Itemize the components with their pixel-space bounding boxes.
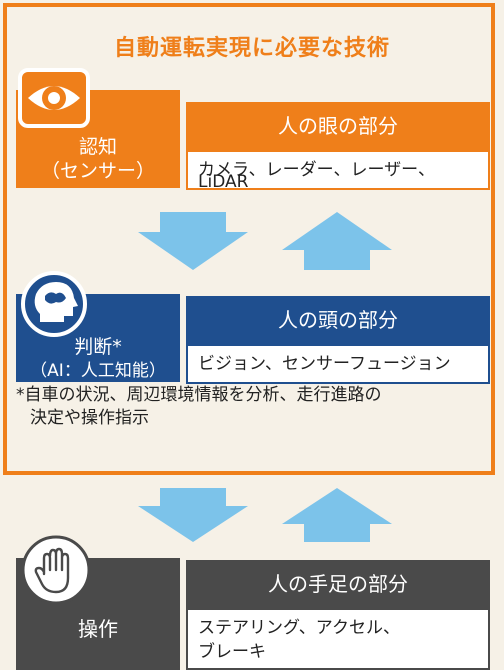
perception-body-line1-text: カメラ、レーダー、レーザー、 — [198, 160, 435, 180]
perception-label: 認知 — [78, 136, 117, 158]
operation-body: ステアリング、アクセル、 ブレーキ — [186, 608, 490, 670]
footnote-line2: 決定や操作指示 — [30, 408, 149, 428]
up-arrow-1 — [282, 212, 392, 270]
footnote-line1: *自車の状況、周辺環境情報を分析、走行進路の — [16, 385, 382, 405]
operation-header: 人の手足の部分 — [186, 560, 490, 608]
up-arrow-2 — [282, 488, 392, 542]
down-arrow-2 — [138, 488, 248, 542]
footnote: *自車の状況、周辺環境情報を分析、走行進路の 決定や操作指示 — [16, 384, 492, 430]
perception-body-box: カメラ、レーダー、レーザー、 — [186, 150, 490, 190]
perception-header: 人の眼の部分 — [186, 102, 490, 150]
judgment-body: ビジョン、センサーフュージョン — [186, 344, 490, 384]
judgment-body-line1: ビジョン、センサーフュージョン — [198, 354, 451, 374]
hand-icon — [21, 535, 91, 605]
judgment-sublabel: （AI：人工知能） — [30, 361, 166, 381]
diagram-title: 自動運転実現に必要な技術 — [113, 36, 390, 61]
head-brain-icon — [21, 271, 87, 337]
judgment-label: 判断* — [74, 336, 122, 358]
eye-icon — [18, 68, 90, 128]
perception-sublabel: （センサー） — [40, 160, 155, 182]
judgment-header: 人の頭の部分 — [186, 296, 490, 344]
down-arrow-1 — [138, 212, 248, 270]
operation-label: 操作 — [78, 617, 118, 641]
operation-body-line1: ステアリング、アクセル、 — [198, 618, 400, 638]
operation-body-line2: ブレーキ — [198, 642, 266, 662]
perception-body-line2: LiDAR — [198, 172, 249, 192]
